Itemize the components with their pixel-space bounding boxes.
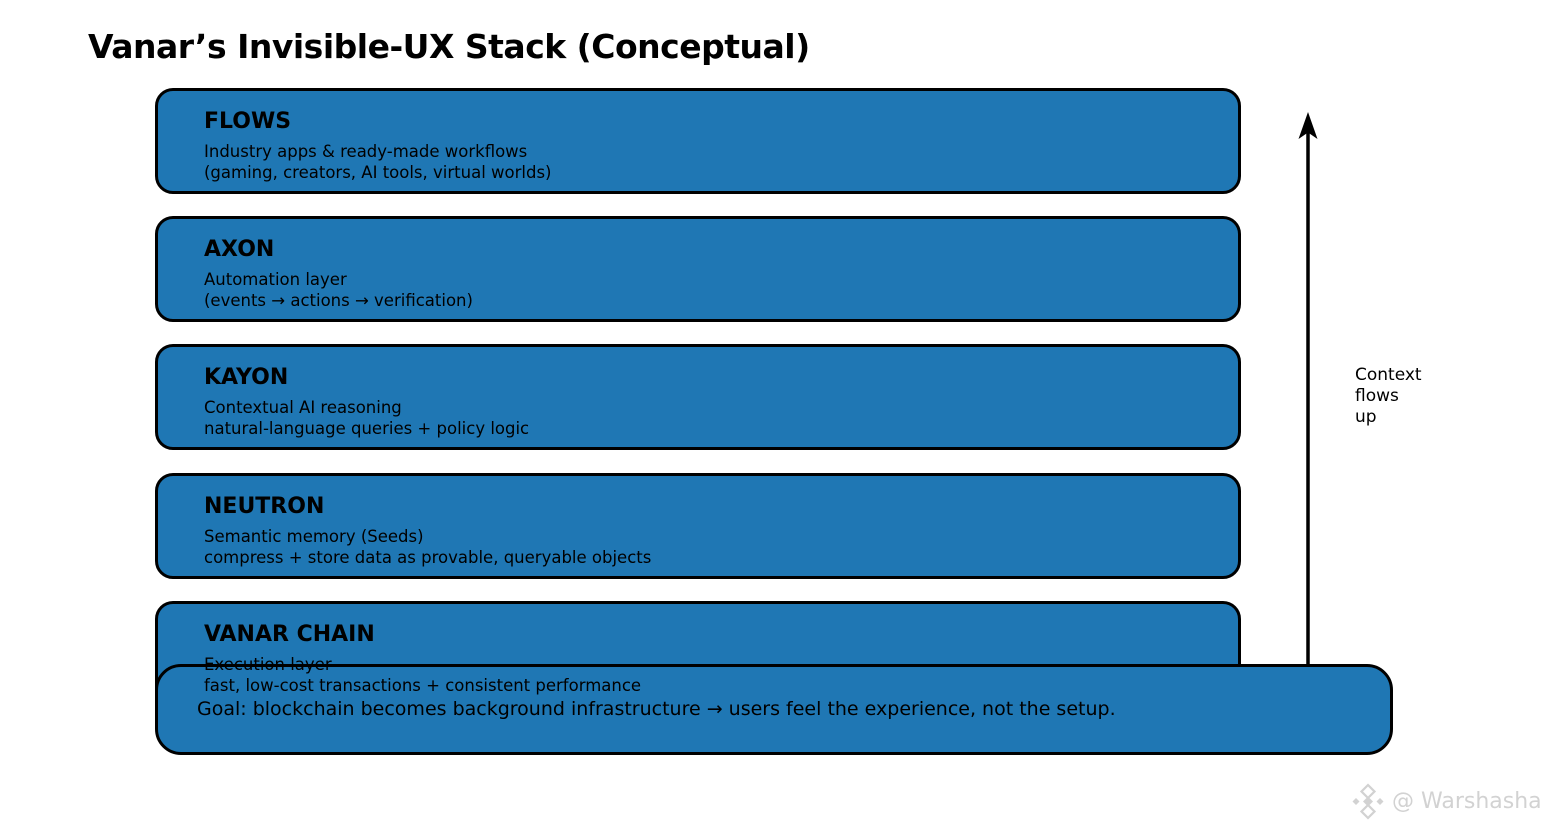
layer-desc-line1: Contextual AI reasoning	[204, 398, 402, 417]
layer-name-vanar-chain: VANAR CHAIN	[204, 622, 375, 647]
context-flow-up-arrow-icon	[1298, 112, 1318, 664]
watermark: @ Warshasha	[1351, 783, 1542, 820]
layer-box-neutron: NEUTRON Semantic memory (Seeds) compress…	[155, 473, 1241, 579]
layer-desc-line2: natural-language queries + policy logic	[204, 419, 530, 438]
context-flows-up-label: Context flows up	[1355, 365, 1422, 428]
goal-text: Goal: blockchain becomes background infr…	[197, 698, 1116, 720]
layer-box-kayon: KAYON Contextual AI reasoning natural-la…	[155, 344, 1241, 450]
layer-desc-line1: Industry apps & ready-made workflows	[204, 142, 528, 161]
layer-name-axon: AXON	[204, 237, 275, 262]
layer-desc-line2: fast, low-cost transactions + consistent…	[204, 676, 642, 695]
arrow-head	[1298, 112, 1318, 139]
diamond-logo-icon	[1352, 783, 1384, 820]
context-label-line2: flows	[1355, 386, 1399, 406]
layer-content: KAYON Contextual AI reasoning natural-la…	[158, 347, 1238, 439]
layer-content: VANAR CHAIN Execution layer fast, low-co…	[158, 604, 1238, 696]
layer-content: NEUTRON Semantic memory (Seeds) compress…	[158, 476, 1238, 568]
layer-box-flows: FLOWS Industry apps & ready-made workflo…	[155, 88, 1241, 194]
page-title: Vanar’s Invisible-UX Stack (Conceptual)	[88, 27, 810, 66]
layer-name-neutron: NEUTRON	[204, 494, 325, 519]
layer-desc-line2: compress + store data as provable, query…	[204, 548, 652, 567]
layer-desc-line2: (events → actions → verification)	[204, 291, 473, 310]
layer-desc-line1: Automation layer	[204, 270, 347, 289]
layer-box-axon: AXON Automation layer (events → actions …	[155, 216, 1241, 322]
layer-name-kayon: KAYON	[204, 365, 289, 390]
watermark-handle: @ Warshasha	[1392, 789, 1542, 814]
layer-name-flows: FLOWS	[204, 109, 292, 134]
context-label-line3: up	[1355, 407, 1377, 427]
goal-bar: Goal: blockchain becomes background infr…	[155, 664, 1393, 755]
layer-desc-line1: Execution layer	[204, 655, 332, 674]
layer-desc-line2: (gaming, creators, AI tools, virtual wor…	[204, 163, 552, 182]
layer-content: FLOWS Industry apps & ready-made workflo…	[158, 91, 1238, 183]
context-label-line1: Context	[1355, 365, 1422, 385]
layer-box-vanar-chain: VANAR CHAIN Execution layer fast, low-co…	[155, 601, 1241, 707]
layer-content: AXON Automation layer (events → actions …	[158, 219, 1238, 311]
layer-desc-line1: Semantic memory (Seeds)	[204, 527, 424, 546]
